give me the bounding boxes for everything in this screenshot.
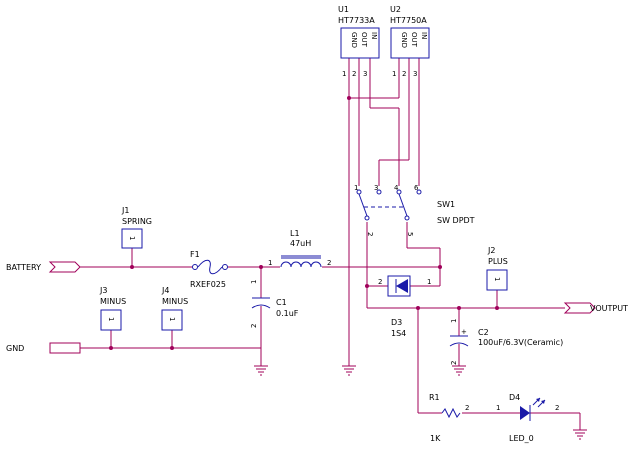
d3-pin2: 2 xyxy=(378,278,382,286)
sw1-pin5: 5 xyxy=(406,232,414,236)
u2-pin-number-2: 2 xyxy=(402,70,406,78)
j1-ref: J1 xyxy=(121,206,129,215)
c1-pin1: 1 xyxy=(250,280,258,284)
d4-pin2: 2 xyxy=(555,404,559,412)
r1-value: 1K xyxy=(430,434,441,443)
j2-connector: J2 PLUS 1 xyxy=(486,246,508,291)
r1-resistor: R1 2 1K xyxy=(429,393,469,443)
j2-ref: J2 xyxy=(487,246,495,255)
c2-pin2: 2 xyxy=(450,361,458,365)
u2-pin-gnd: GND xyxy=(400,32,408,48)
u2-pin-out: OUT xyxy=(410,32,418,48)
battery-port-label: BATTERY xyxy=(6,263,41,272)
f1-fuse: F1 RXEF025 xyxy=(190,250,228,289)
u1-pin-out: OUT xyxy=(360,32,368,48)
sw1-pin4: 4 xyxy=(394,184,399,192)
j3-value: MINUS xyxy=(100,297,126,306)
r1-ref: R1 xyxy=(429,393,440,402)
u1-regulator: U1 HT7733A GND OUT IN 1 2 3 xyxy=(338,5,380,78)
d4-led: D4 1 2 LED_0 xyxy=(496,393,559,443)
j4-ref: J4 xyxy=(161,286,169,295)
j3-connector: J3 MINUS 1 xyxy=(99,286,126,331)
sw1-switch: 1 2 3 4 5 6 SW1 SW DPDT xyxy=(354,184,475,236)
l1-ref: L1 xyxy=(290,229,300,238)
u2-pin-in: IN xyxy=(420,32,428,39)
c1-value: 0.1uF xyxy=(276,309,299,318)
gnd-port-label: GND xyxy=(6,344,24,353)
sw1-ref: SW1 xyxy=(437,200,455,209)
gnd-port: GND xyxy=(6,342,81,354)
c1-ref: C1 xyxy=(276,298,287,307)
j2-pin: 1 xyxy=(493,277,501,281)
j4-value: MINUS xyxy=(162,297,188,306)
u2-regulator: U2 HT7750A GND OUT IN 1 2 3 xyxy=(390,5,430,78)
d3-ref: D3 xyxy=(391,318,402,327)
j1-pin: 1 xyxy=(128,236,136,240)
ground-symbol-c2 xyxy=(452,365,466,376)
voutput-port-label: VOUTPUT xyxy=(590,304,628,313)
u2-ref: U2 xyxy=(390,5,401,14)
j3-ref: J3 xyxy=(99,286,107,295)
battery-port: BATTERY xyxy=(6,261,81,273)
l1-value: 47uH xyxy=(290,239,311,248)
c1-capacitor: 1 2 C1 0.1uF xyxy=(250,280,299,328)
sw1-value: SW DPDT xyxy=(437,216,475,225)
j1-value: SPRING xyxy=(122,217,152,226)
r1-pin2: 2 xyxy=(465,404,469,412)
l1-inductor: L1 47uH 1 2 xyxy=(268,229,331,268)
sw1-pin3: 3 xyxy=(374,184,378,192)
d3-pin1: 1 xyxy=(427,278,431,286)
ground-symbol-u1 xyxy=(342,365,356,376)
u1-pin-number-3: 3 xyxy=(363,70,367,78)
d3-value: 1S4 xyxy=(391,329,406,338)
d4-pin1: 1 xyxy=(496,404,500,412)
u1-value: HT7733A xyxy=(338,16,375,25)
voutput-port: VOUTPUT xyxy=(563,302,628,314)
c1-pin2: 2 xyxy=(250,324,258,328)
sw1-pin2: 2 xyxy=(366,232,374,236)
c2-pin1: 1 xyxy=(450,319,458,323)
sw1-pin1: 1 xyxy=(354,184,358,192)
c2-ref: C2 xyxy=(478,328,489,337)
j1-connector: J1 SPRING 1 xyxy=(121,206,152,249)
d3-diode: 2 1 D3 1S4 xyxy=(378,275,431,338)
l1-pin1: 1 xyxy=(268,259,272,267)
c2-value: 100uF/6.3V(Ceramic) xyxy=(478,338,563,347)
d4-ref: D4 xyxy=(509,393,520,402)
c2-capacitor: + 1 2 C2 100uF/6.3V(Ceramic) xyxy=(449,319,563,365)
ground-symbol-d4 xyxy=(573,429,587,440)
f1-value: RXEF025 xyxy=(190,280,226,289)
j2-value: PLUS xyxy=(488,257,508,266)
junction-dots xyxy=(109,96,499,350)
f1-ref: F1 xyxy=(190,250,200,259)
j4-connector: J4 MINUS 1 xyxy=(161,286,188,331)
ground-symbol-c1 xyxy=(254,365,268,376)
u2-value: HT7750A xyxy=(390,16,427,25)
u1-pin-gnd: GND xyxy=(350,32,358,48)
wires xyxy=(80,58,581,430)
u1-ref: U1 xyxy=(338,5,349,14)
u1-pin-number-1: 1 xyxy=(342,70,346,78)
sw1-pin6: 6 xyxy=(414,184,419,192)
c2-polarity: + xyxy=(461,328,467,336)
j3-pin: 1 xyxy=(107,317,115,321)
d4-value: LED_0 xyxy=(509,434,534,443)
u1-pin-number-2: 2 xyxy=(352,70,356,78)
j4-pin: 1 xyxy=(168,317,176,321)
u2-pin-number-3: 3 xyxy=(413,70,417,78)
l1-pin2: 2 xyxy=(327,259,331,267)
u2-pin-number-1: 1 xyxy=(392,70,396,78)
u1-pin-in: IN xyxy=(370,32,378,39)
